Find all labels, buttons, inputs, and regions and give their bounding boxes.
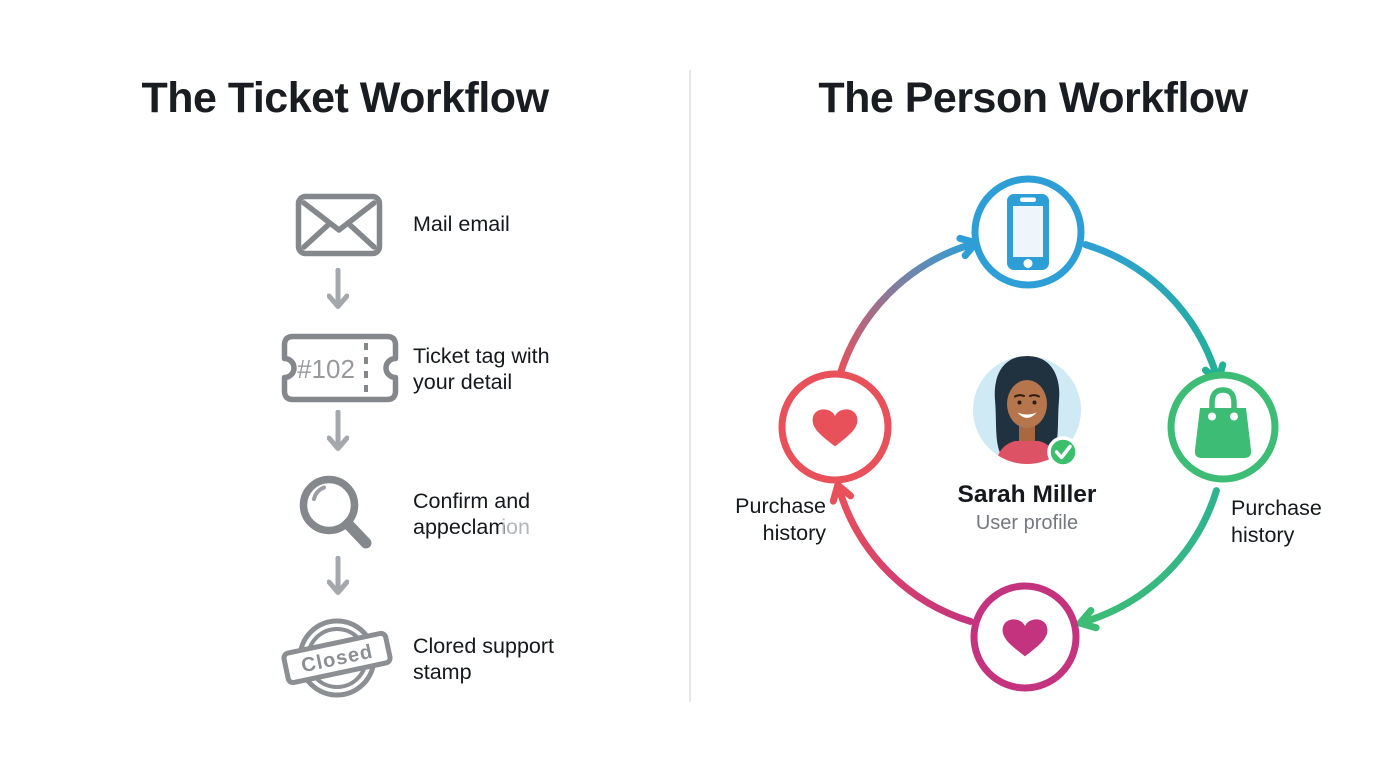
arc-heart-to-heart xyxy=(836,487,974,625)
check-icon xyxy=(1054,444,1072,460)
arc-left-to-phone xyxy=(836,241,974,379)
arc-phone-to-bag xyxy=(1082,241,1220,379)
down-arrow-icon xyxy=(327,556,349,604)
profile-subtitle: User profile xyxy=(975,512,1079,534)
verified-badge xyxy=(1047,436,1079,468)
smartphone-icon xyxy=(1007,194,1049,270)
arc-bag-to-heart xyxy=(1082,487,1220,625)
ticket-step-label: Ticket tag with your detail xyxy=(413,344,550,394)
down-arrow-icon xyxy=(327,410,349,460)
down-arrow-icon xyxy=(327,268,349,318)
envelope-icon xyxy=(295,193,383,257)
heart-icon xyxy=(1002,619,1048,657)
closed-stamp-icon: Closed xyxy=(281,612,393,704)
person-workflow-title: The Person Workflow xyxy=(818,74,1248,122)
avatar xyxy=(973,356,1081,468)
panel-divider xyxy=(689,70,691,702)
arrowhead-to-bottom-heart xyxy=(1076,606,1100,632)
magnifier-icon xyxy=(296,474,378,558)
profile-name: Sarah Miller xyxy=(957,481,1097,508)
ghost-text: ion xyxy=(501,515,530,539)
stamp-step-label: Clored support stamp xyxy=(413,634,555,684)
purchase-history-label-right: Purchase history xyxy=(1231,496,1322,547)
heart-icon xyxy=(812,409,858,447)
shopping-bag-icon xyxy=(1194,387,1252,458)
person-workflow-graphic xyxy=(690,130,1376,768)
mail-step-label: Mail email xyxy=(413,212,510,236)
arrowhead-to-left-heart xyxy=(829,481,855,505)
purchase-history-label-left: Purchase history xyxy=(735,494,826,545)
ticket-workflow-title: The Ticket Workflow xyxy=(141,74,549,122)
ticket-icon: #102 xyxy=(281,333,399,403)
ticket-number: #102 xyxy=(297,354,355,384)
confirm-step-label: Confirm and appeclamion xyxy=(413,489,531,539)
